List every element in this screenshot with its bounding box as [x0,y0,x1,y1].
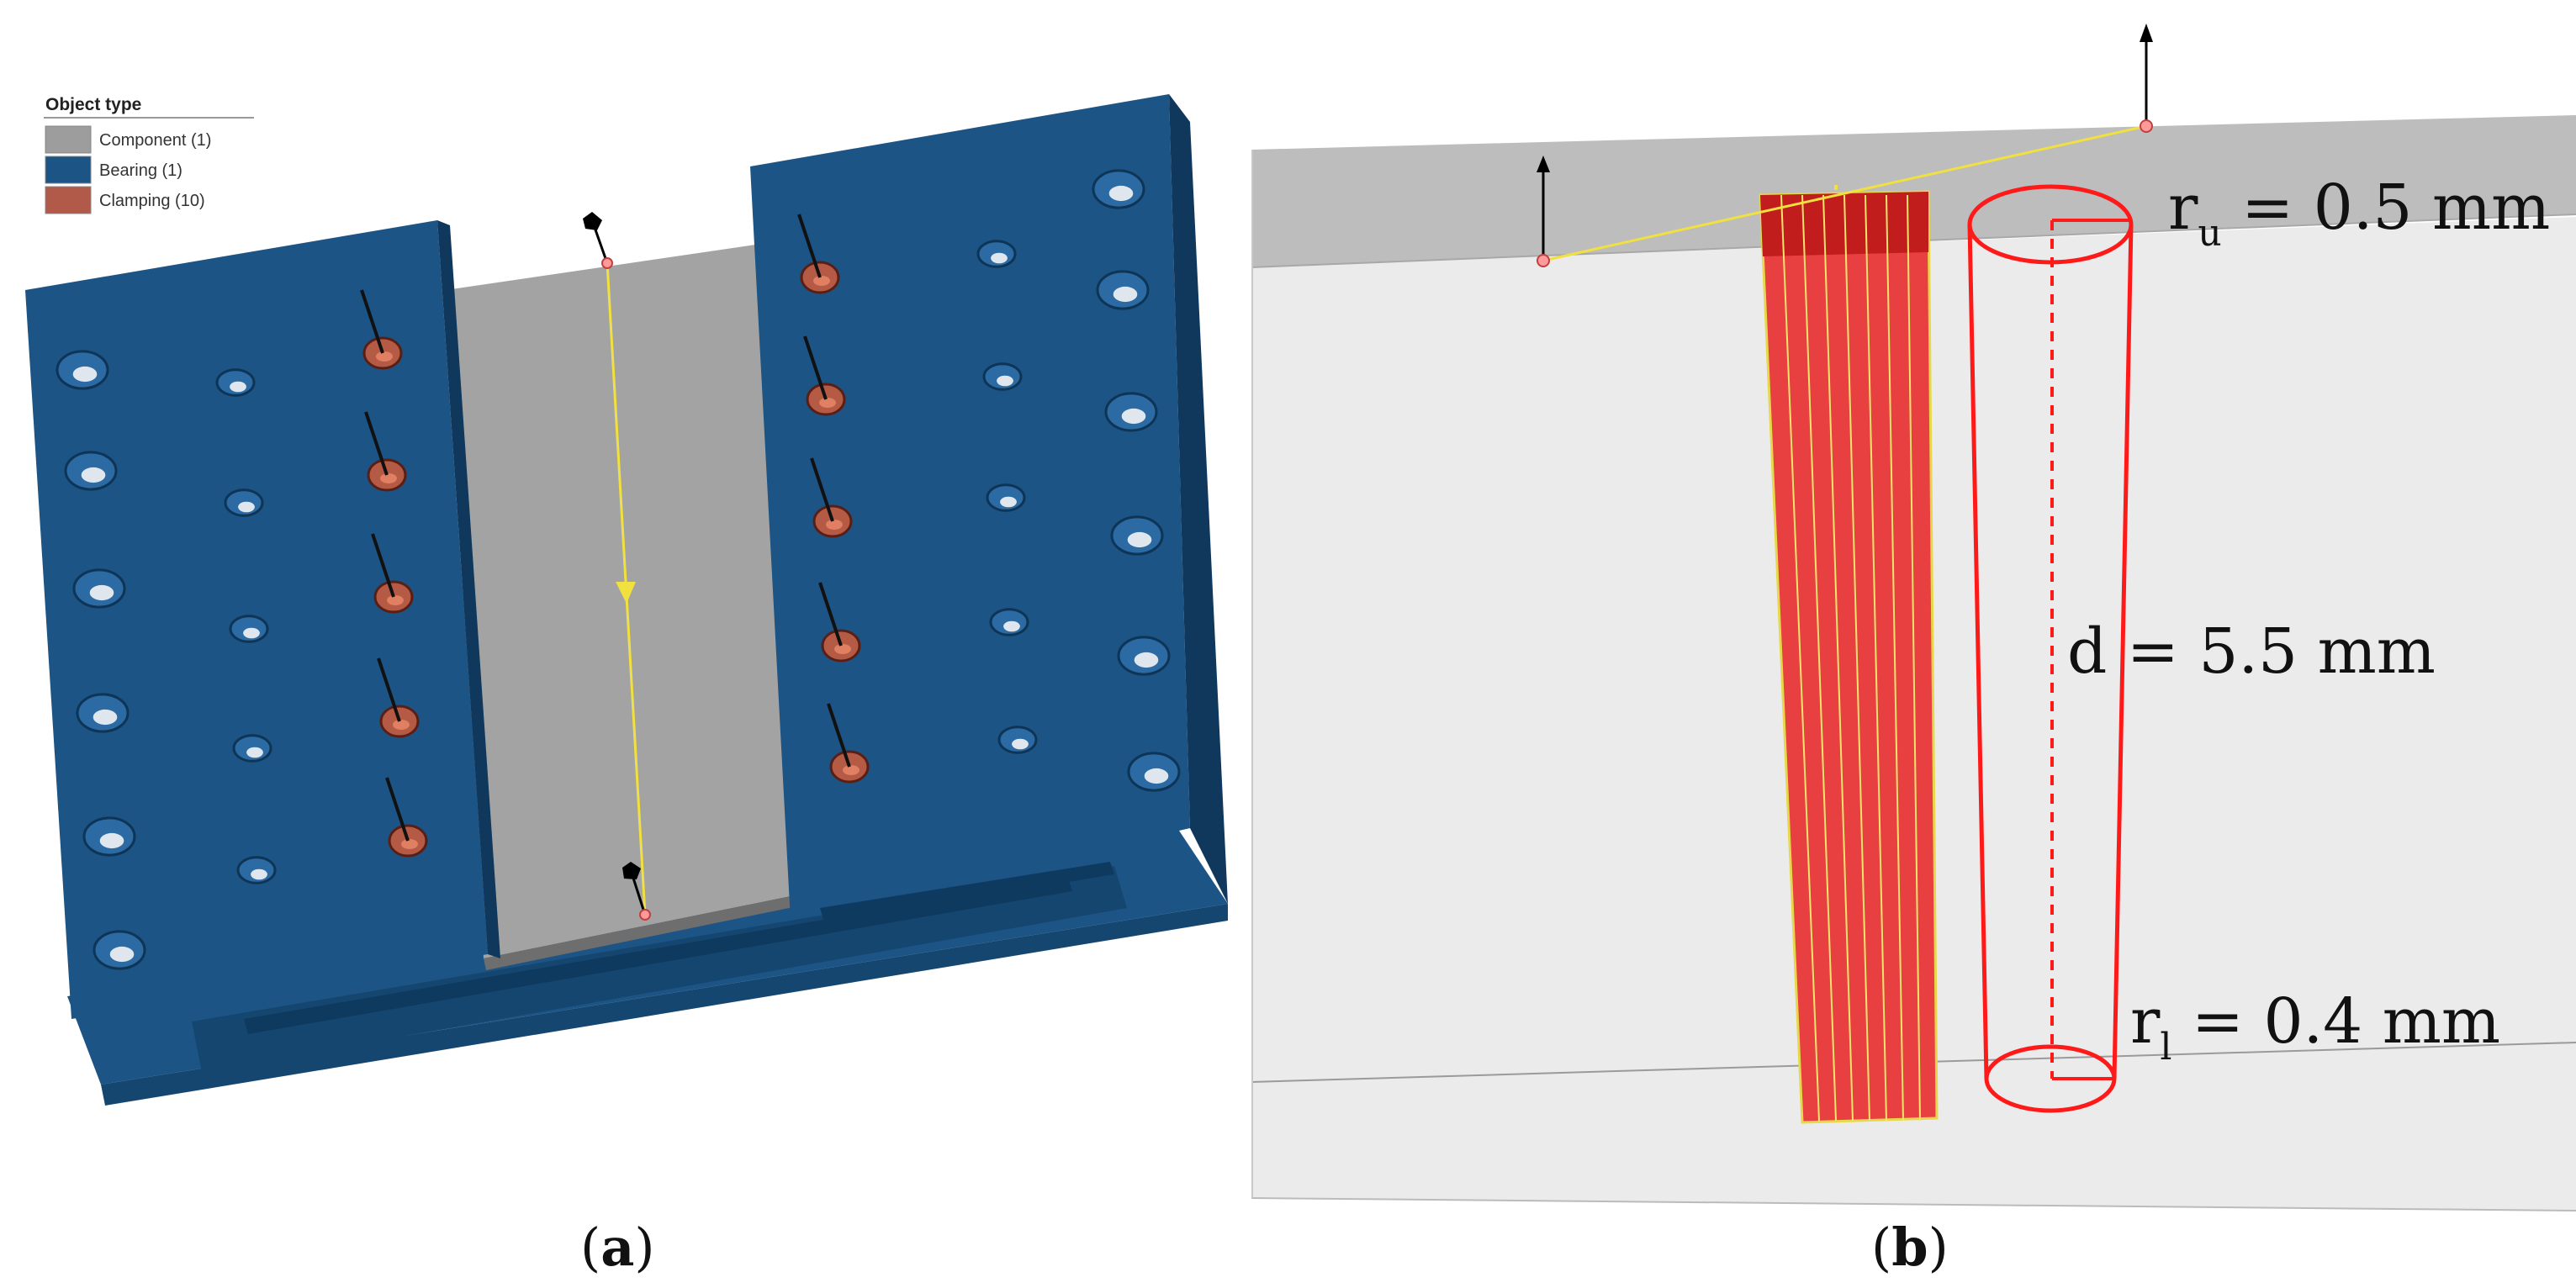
component-top [446,244,795,958]
bearing-base-slot-inner [244,878,1072,1034]
surface-line-bottom [1251,1197,2576,1211]
bolt-hole [1092,169,1145,209]
bolt-holes [56,169,1181,970]
bolt-hole [64,451,118,491]
caption-b: (b) [1871,1217,1949,1278]
weld-path-line-detail [1542,124,2147,262]
clamping-point [827,703,870,784]
weld-path [583,212,651,921]
normal-arrow-right-head [2140,24,2153,42]
legend-swatch-clamping [45,186,92,214]
path-point-left [1537,254,1550,267]
clamping-point [818,582,861,662]
bolt-hole [1127,752,1181,792]
bolt-hole [236,856,277,884]
weld-start-marker [583,212,602,230]
bolt-hole [229,615,269,643]
bearing-right-slot [820,862,1114,922]
weld-path-detail [1537,24,2153,267]
bolt-hole [1117,636,1171,676]
weld-end-marker [622,862,641,879]
bolt-hole [56,350,109,390]
bead-track-line [1780,194,1820,1122]
bolt-hole [76,693,130,733]
bearing-right-plate-side [1169,94,1228,904]
clamping-point [377,657,420,738]
legend-swatch-component [45,125,92,154]
component-bottom-edge [484,895,797,970]
bolt-hole [1110,515,1164,556]
weld-start-point [601,257,613,269]
clamping-point [385,777,428,858]
bolt-hole [72,568,126,609]
weld-end-point [639,909,651,921]
clamping-point [810,457,853,538]
bearing-base-front [101,904,1228,1106]
weld-path-direction-arrow [616,582,636,604]
weld-bead-tracks [1780,194,1921,1122]
clamping-points [360,214,870,858]
bolt-hole [989,608,1029,636]
lower-radius-label: rl = 0.4 mm [2130,985,2500,1069]
upper-radius-label: ru = 0.5 mm [2168,172,2550,255]
bolt-hole [82,816,136,857]
bolt-hole [224,488,264,517]
normal-arrow-left-head [1537,156,1550,172]
legend-label-bearing: Bearing (1) [99,161,182,180]
panel-b-bead-detail: ru = 0.5 mm d = 5.5 mm rl = 0.4 mm (b) [1251,24,2576,1278]
bearing-right-plate-top [750,94,1190,921]
bolt-hole [1104,392,1158,432]
bearing-left-plate-side [437,220,500,958]
panel-a-3d-fixture: Object type Component (1) Bearing (1) Cl… [25,94,1228,1278]
caption-a: (a) [580,1217,655,1278]
heat-source-cylinder [1967,184,2134,1113]
bolt-hole [93,930,146,970]
bolt-hole [215,368,256,397]
bolt-hole [986,483,1026,512]
distance-label: d = 5.5 mm [2067,615,2436,688]
bolt-hole [976,240,1017,268]
legend: Object type Component (1) Bearing (1) Cl… [44,95,254,214]
bolt-hole [232,734,272,763]
clamping-point [803,335,846,416]
clamping-point [364,411,407,492]
bead-track-line [1886,194,1904,1122]
bead-track-line [1801,194,1837,1122]
legend-swatch-bearing [45,156,92,184]
bead-track-line [1822,194,1854,1122]
bolt-hole [982,362,1023,391]
bolt-hole [997,726,1038,754]
bead-track-line [1865,194,1887,1122]
cylinder-left-edge [1967,224,1989,1079]
legend-title: Object type [45,95,141,114]
bead-track-line [1843,194,1870,1122]
legend-label-component: Component (1) [99,131,211,150]
cylinder-right-edge [2112,224,2134,1079]
weld-bead [1759,190,1939,1124]
weld-bead-body [1759,190,1939,1124]
bead-track-line [1907,194,1921,1122]
path-point-right [2140,119,2153,133]
clamping-point [360,289,403,370]
legend-label-clamping: Clamping (10) [99,192,205,210]
clamping-point [371,533,414,614]
clamping-point [797,214,840,294]
bolt-hole [1096,270,1150,310]
